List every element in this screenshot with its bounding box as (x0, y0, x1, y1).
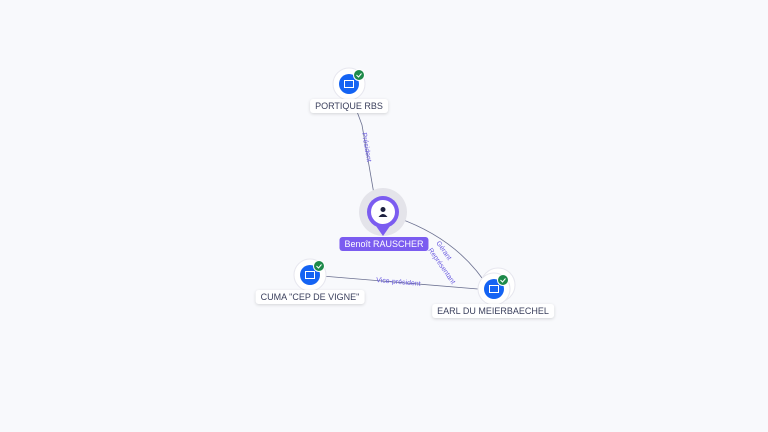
company-icon (489, 285, 499, 293)
company-label-portique[interactable]: PORTIQUE RBS (310, 99, 388, 113)
edge-vice-president (309, 274, 491, 291)
company-node-earl[interactable] (477, 267, 516, 306)
person-node[interactable] (359, 188, 407, 236)
person-icon (378, 207, 388, 217)
company-label-cuma[interactable]: CUMA "CEP DE VIGNE" (255, 290, 365, 304)
verified-icon (497, 274, 509, 286)
person-label[interactable]: Benoît RAUSCHER (339, 237, 429, 251)
company-node-portique[interactable] (332, 67, 366, 101)
edge-label-president: Président (360, 132, 372, 162)
company-icon (305, 271, 315, 279)
edge-label-vice-president: Vice-président (376, 277, 421, 288)
company-node-cuma[interactable] (293, 258, 327, 292)
company-icon (344, 80, 354, 88)
company-label-earl[interactable]: EARL DU MEIERBAECHEL (432, 304, 554, 318)
verified-icon (313, 260, 325, 272)
verified-icon (353, 69, 365, 81)
